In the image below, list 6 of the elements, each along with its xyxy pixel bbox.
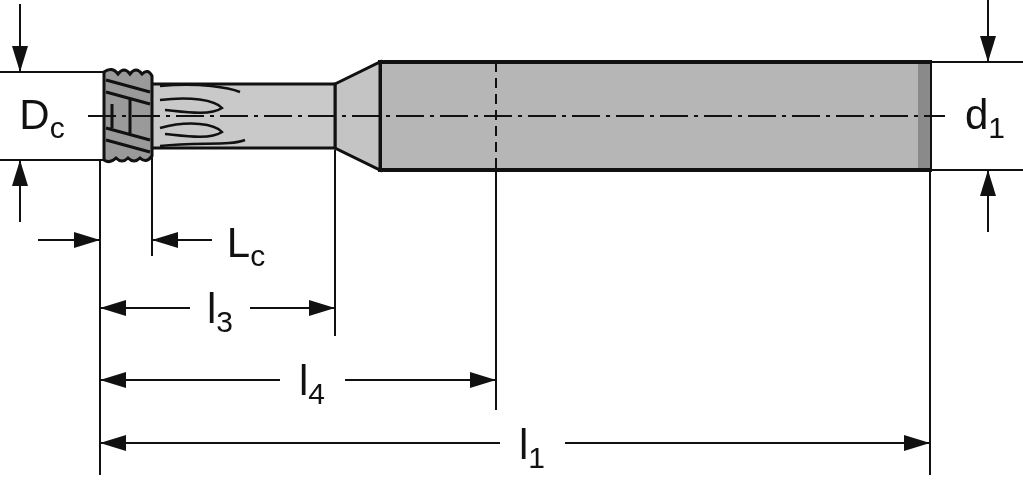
dimension-label: L$_{c}$ <box>226 221 266 271</box>
dimension-label: d$_{1}$ <box>965 93 1005 143</box>
dimension-label: l$_{3}$ <box>207 287 233 337</box>
dimension-label: l$_{1}$ <box>519 423 545 473</box>
dimension-label: D$_{c}$ <box>19 93 65 143</box>
dimension-label: l$_{4}$ <box>299 359 325 409</box>
